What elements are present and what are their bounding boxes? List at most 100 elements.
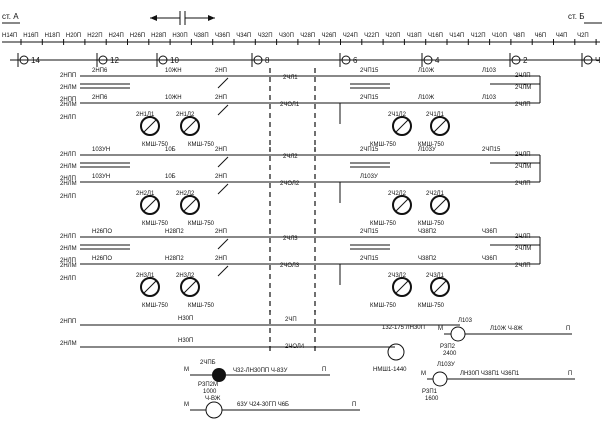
contact-label: Ч38П2 [418,256,437,262]
signal-number: 4 [435,56,440,65]
contact-label: Ч38П2 [418,229,437,235]
signal-head [583,55,593,65]
rel1-name: Р3П2М [198,382,218,388]
rel4-value: 1600 [425,396,439,402]
signal-number: Ч [595,56,600,65]
track-section-label: Ч38П [194,33,209,39]
rel2-coil [205,401,223,419]
contact-label: Н26ПО [92,256,112,262]
track-section-label: Ч32П [258,33,273,39]
signal-head [253,55,263,65]
lamp-label: 2Ч2Л2 [388,191,407,197]
rel3-m: М [438,326,443,332]
lamp [392,195,412,215]
relay-nmsh-name: 132-175 ЛН30П [382,325,425,331]
bottom-row1-mid: 2ЧП [285,317,297,323]
track-section-label: Ч6П [535,33,547,39]
contact-label: Л103 [482,68,497,74]
track-section-label: Ч34П [236,33,251,39]
row-right-label: 2ЧЛМ [515,85,531,91]
row-left-label: 2НЛМ [60,102,77,108]
track-section-label: Ч14П [449,33,464,39]
track-section-label: Н28П [151,33,166,39]
lamp [180,277,200,297]
rel1-coil [212,368,226,382]
bottom-row1-left: 2НПП [60,319,76,325]
station-left-label: ст. А [2,12,19,21]
signal-number: 6 [353,56,358,65]
signal-head [341,55,351,65]
rel4-p: П [568,371,572,377]
rel4-m: М [421,371,426,377]
lamp-label: 2Н3Л1 [136,273,155,279]
signal-number: 2 [523,56,528,65]
row-left-label: 2НЛП [60,115,76,121]
rel1-m: М [184,367,189,373]
track-section-label: Ч4П [556,33,568,39]
row-right-label: 2ЧЛП [515,102,531,108]
lamp-label: 2Ч1Л2 [388,112,407,118]
mid-label: 2ЧОЛ3 [280,263,300,269]
row-right-label: 2ЧЛМ [515,246,531,252]
lamp-type: КМШ-750 [142,142,169,148]
track-section-label: Н14П [2,33,17,39]
lamp [140,195,160,215]
lamp-label: 2Ч1Л1 [426,112,445,118]
track-section-label: Ч30П [279,33,294,39]
track-section-label: Ч20П [385,33,400,39]
row-right-label: 2ЧЛП [515,181,531,187]
rel2-name: Ч-ВЖ [205,396,221,402]
row-right-label: 2ЧЛП [515,263,531,269]
track-section-label: Н20П [66,33,81,39]
signal-head [98,55,108,65]
track-section-label: Н26П [130,33,145,39]
rel2-p: П [352,402,356,408]
track-section-label: Ч28П [300,33,315,39]
signal-head [19,55,29,65]
lamp-type: КМШ-750 [418,303,445,309]
rel4-chain: ЛН30П Ч38П1 Ч36П1 [460,371,520,377]
row-left-label: 2НЛМ [60,263,77,269]
row-left-label: 2НЛП [60,258,76,264]
contact-label: Н28П2 [165,229,184,235]
track-section-label: Н22П [87,33,102,39]
lamp-label: 2Н3Л2 [176,273,195,279]
signal-number: 14 [31,56,40,65]
row-right-label: 2ЧЛП [515,234,531,240]
lamp-label: 2Ч3Л1 [426,273,445,279]
rel4-contact: Л103У [437,362,455,368]
lamp [140,277,160,297]
track-section-label: Ч10П [492,33,507,39]
contact-label: 103УН [92,147,110,153]
row-left-label: 2НЛП [60,194,76,200]
lamp-type: КМШ-750 [188,142,215,148]
lamp [392,277,412,297]
signal-number: 10 [170,56,179,65]
rel3-value: 2400 [443,351,457,357]
row-left-label: 2НЛП [60,276,76,282]
contact-label: Н26ПО [92,229,112,235]
row-left-label: 2НЛП [60,152,76,158]
row-left-label: 2НПП [60,97,76,103]
contact-label: Л10Ж [418,95,435,101]
rel1-p: П [322,367,326,373]
rel4-coil [432,371,448,387]
bottom-row2-left: 2НЛМ [60,341,77,347]
lamp [392,116,412,136]
contact-label: 2НП [215,68,227,74]
direction-arrows [150,11,215,25]
rel1-chain: Ч32-ЛН30ПП Ч-83У [233,368,288,374]
contact-label: 103УН [92,174,110,180]
contact-label: 2ЧП15 [360,68,379,74]
track-section-label: Ч36П [215,33,230,39]
contact-label: Л103У [418,147,436,153]
track-section-label: Н30П [172,33,187,39]
lamp-label: 2Н1Л2 [176,112,195,118]
contact-label: 10ЖН [165,95,182,101]
contact-label: 2НП6 [92,68,108,74]
lamp [140,116,160,136]
